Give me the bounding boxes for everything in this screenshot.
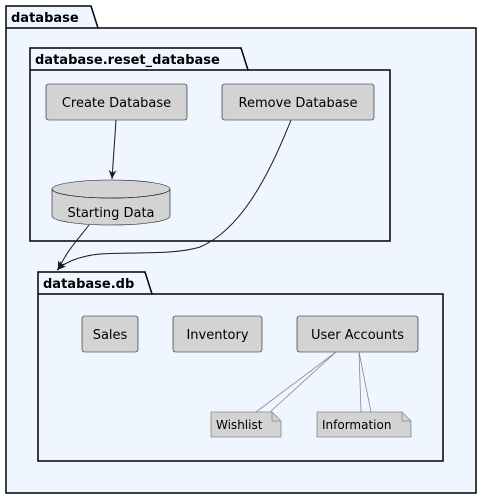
node-remove-database-box: [221, 83, 375, 121]
note-wishlist: Wishlist: [210, 411, 282, 438]
node-starting-data[interactable]: Starting Data: [51, 179, 171, 226]
note-wishlist-label: Wishlist: [216, 418, 263, 432]
arrow-remove-to-db: [56, 119, 292, 271]
node-sales-box: [81, 315, 139, 353]
node-remove-database[interactable]: Remove Database: [221, 83, 375, 121]
note-information-body: [316, 411, 412, 438]
node-create-database[interactable]: Create Database: [45, 83, 188, 121]
package-database-title: database: [11, 11, 79, 26]
note-link-information-left: [358, 351, 362, 413]
package-db-title: database.db: [43, 277, 134, 292]
note-information: Information: [316, 411, 412, 438]
package-reset-database-title: database.reset_database: [35, 53, 220, 68]
note-wishlist-fold: [271, 412, 281, 422]
note-link-wishlist-right: [269, 351, 337, 413]
node-inventory-label: Inventory: [186, 328, 248, 343]
node-starting-data-label: Starting Data: [67, 206, 154, 221]
node-sales[interactable]: Sales: [81, 315, 139, 353]
node-user-accounts-label: User Accounts: [311, 328, 404, 343]
node-inventory[interactable]: Inventory: [172, 315, 263, 353]
arrow-create-to-starting-data: [108, 119, 117, 180]
node-create-database-label: Create Database: [62, 96, 171, 111]
starting-data-cylinder-rim: [51, 188, 171, 199]
node-create-database-box: [45, 83, 188, 121]
starting-data-cylinder-body: [51, 189, 171, 226]
node-user-accounts[interactable]: User Accounts: [296, 315, 419, 353]
note-wishlist-body: [210, 411, 282, 438]
note-information-label: Information: [322, 418, 391, 432]
node-remove-database-label: Remove Database: [239, 96, 358, 111]
note-link-wishlist-left: [255, 351, 337, 413]
note-link-information-right: [358, 351, 372, 413]
node-sales-label: Sales: [93, 328, 128, 343]
node-user-accounts-box: [296, 315, 419, 353]
note-information-fold: [401, 412, 411, 422]
node-inventory-box: [172, 315, 263, 353]
